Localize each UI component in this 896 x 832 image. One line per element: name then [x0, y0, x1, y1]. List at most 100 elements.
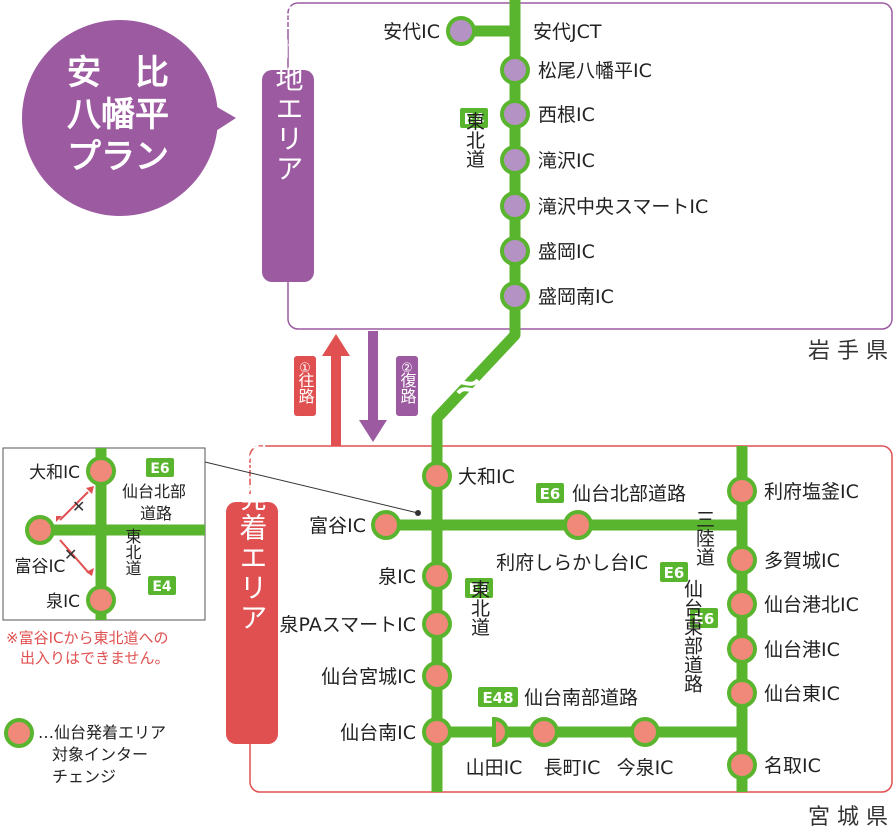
ic-marker — [86, 456, 116, 486]
ic-marker — [86, 585, 116, 615]
plan-title-line2: 八幡平 — [67, 95, 169, 135]
inset-e4-name: 東北道 — [123, 528, 142, 576]
sendai-tobu-name: 仙台東部道路 — [681, 579, 703, 693]
inset-e6-badge: E6 — [150, 461, 169, 477]
ic-marker — [500, 145, 530, 175]
return-arrow: ② 復路 — [359, 331, 418, 442]
ic-marker — [563, 510, 593, 540]
ic-label-rifu-shirakashidai: 利府しらかし台IC — [496, 552, 648, 574]
miyagi-prefecture-label: 宮 城 県 — [808, 805, 888, 830]
ic-label-nishine: 西根IC — [538, 104, 595, 126]
destination-ic-labels: 安代IC 安代JCT 松尾八幡平IC 西根IC 滝沢IC 滝沢中央スマートIC … — [383, 21, 708, 308]
ic-label-rifu-shiogama: 利府塩釜IC — [764, 481, 859, 503]
ic-marker — [500, 191, 530, 221]
inset-no-entry-mark-2: ✕ — [64, 545, 77, 564]
ic-label-tagajo: 多賀城IC — [764, 550, 840, 572]
ic-marker — [500, 236, 530, 266]
return-label: 復路 — [398, 372, 417, 404]
legend-text-line2: 対象インター — [52, 745, 148, 764]
inset-arrow-up — [59, 491, 89, 521]
inset-e6-name: 仙台北部 — [122, 482, 186, 501]
ic-label-tomiya: 富谷IC — [309, 515, 366, 537]
return-marker: ② — [401, 361, 413, 376]
ic-marker — [422, 609, 452, 639]
departure-area-label: 仙台発着エリア — [226, 423, 278, 744]
sendai-hokubu-badge: E6 仙台北部道路 — [536, 483, 686, 505]
sanriku-name: 三陸道 — [693, 510, 715, 567]
ic-marker — [422, 461, 452, 491]
plan-bubble: 安 比 八幡平 プラン — [22, 20, 236, 216]
inset-note-line2: 出入りはできません。 — [20, 649, 170, 667]
svg-text:E4: E4 — [469, 580, 490, 598]
svg-text:E4: E4 — [464, 110, 485, 128]
ic-label-nagamachi: 長町IC — [544, 757, 601, 779]
ic-marker — [25, 515, 55, 545]
yamada-ic-marker — [492, 716, 509, 748]
inset-panel: ✕ ✕ 大和IC 富谷IC 泉IC E6 仙台北部 道路 東北道 E4 — [2, 447, 206, 621]
sendai-hokubu-name: 仙台北部道路 — [572, 483, 686, 505]
svg-text:E48: E48 — [482, 689, 513, 707]
ic-marker — [422, 561, 452, 591]
ic-marker — [727, 678, 757, 708]
plan-title-line3: プラン — [67, 137, 169, 177]
ic-label-sendai-miyagi: 仙台宮城IC — [321, 666, 416, 688]
ic-label-sendaiko: 仙台港IC — [764, 639, 840, 661]
ic-marker — [727, 589, 757, 619]
inset-arrow-down — [59, 539, 89, 573]
ic-marker — [529, 717, 559, 747]
inset-label-izumi: 泉IC — [46, 592, 80, 612]
inset-label-owa: 大和IC — [29, 463, 80, 483]
ic-label-anshiro: 安代IC — [383, 21, 440, 43]
destination-ic-markers — [446, 16, 530, 311]
ic-label-izumi-pa: 泉PAスマートIC — [279, 614, 416, 636]
departure-ic-labels: 大和IC 富谷IC 泉IC 泉PAスマートIC 仙台宮城IC 仙台南IC 利府し… — [279, 466, 858, 779]
inset-note-line1: ※富谷ICから東北道への — [6, 629, 168, 647]
plan-title-line1: 安 比 — [67, 53, 169, 93]
ic-label-owa: 大和IC — [458, 466, 515, 488]
tohoku-road-name-lower: 東北道 — [468, 579, 490, 636]
inset-pointer-line — [204, 461, 419, 514]
svg-text:E6: E6 — [694, 610, 715, 628]
inset-pointer-dot — [415, 510, 421, 516]
ic-marker — [727, 750, 757, 780]
outbound-marker: ① — [299, 361, 311, 376]
legend: …仙台発着エリア 対象インター チェンジ — [4, 718, 166, 786]
ic-marker — [630, 717, 660, 747]
ic-label-sendai-minami: 仙台南IC — [340, 722, 416, 744]
destination-area-text: 目的地エリア — [272, 4, 305, 184]
ic-marker — [727, 545, 757, 575]
ic-marker — [446, 16, 476, 46]
destination-area-label: 目的地エリア — [262, 4, 314, 282]
ic-marker — [422, 717, 452, 747]
inset-label-tomiya: 富谷IC — [15, 557, 66, 577]
ic-label-takizawa: 滝沢IC — [538, 150, 595, 172]
svg-text:E6: E6 — [540, 485, 561, 503]
ic-marker — [371, 510, 401, 540]
inset-e4-badge: E4 — [152, 579, 172, 595]
ic-marker — [500, 99, 530, 129]
departure-ic-markers — [371, 461, 757, 780]
ic-label-morioka: 盛岡IC — [538, 241, 595, 263]
outbound-label: 往路 — [296, 372, 315, 404]
ic-label-natori: 名取IC — [764, 755, 821, 777]
ic-marker — [500, 55, 530, 85]
ic-label-yamada: 山田IC — [466, 757, 523, 779]
ic-label-morioka-minami: 盛岡南IC — [538, 286, 614, 308]
inset-no-entry-mark-1: ✕ — [72, 497, 85, 516]
svg-text:E6: E6 — [664, 564, 685, 582]
ic-label-imaizumi: 今泉IC — [617, 757, 674, 779]
ic-marker — [727, 476, 757, 506]
legend-text-line1: …仙台発着エリア — [38, 723, 166, 742]
departure-area-text: 仙台発着エリア — [236, 423, 269, 633]
e4-badge-upper: E4 東北道 — [460, 108, 488, 169]
ic-label-matsuo-hachimantai: 松尾八幡平IC — [538, 60, 652, 82]
sendai-tobu-badge: E6 仙台東部道路 — [681, 579, 718, 693]
ic-label-izumi: 泉IC — [378, 566, 416, 588]
ic-label-sendaiko-kita: 仙台港北IC — [764, 594, 859, 616]
iwate-prefecture-label: 岩 手 県 — [808, 339, 888, 364]
e4-badge-lower: E4 東北道 — [465, 578, 493, 637]
road-break-mark — [450, 378, 486, 395]
ic-label-sendai-higashi: 仙台東IC — [764, 683, 840, 705]
ic-marker — [422, 661, 452, 691]
